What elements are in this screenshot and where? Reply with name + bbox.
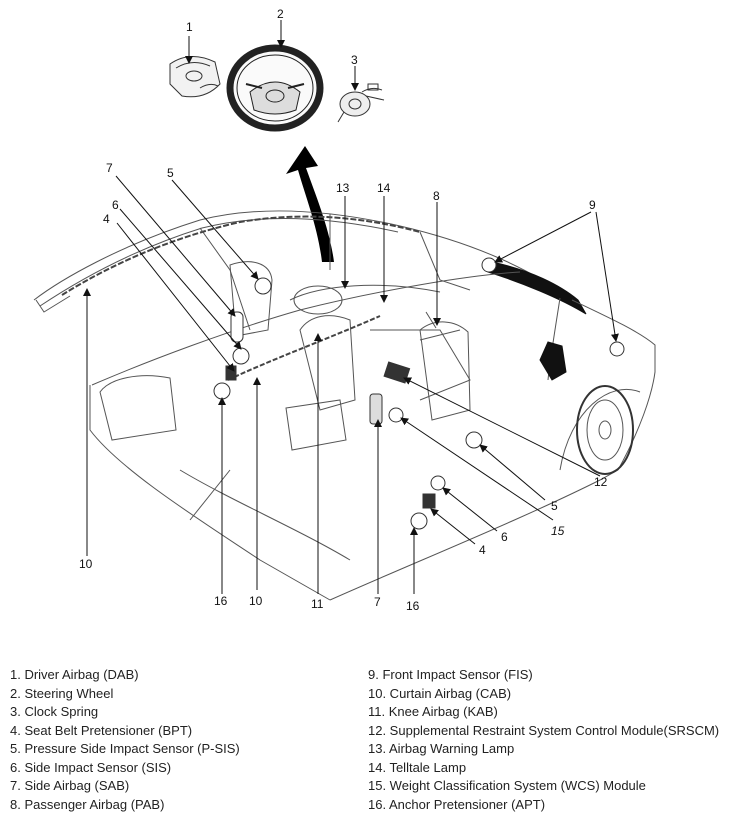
sis-front-marker xyxy=(430,475,446,491)
legend-item-14: 14. Telltale Lamp xyxy=(368,759,467,775)
legend-item-3: 3. Clock Spring xyxy=(10,704,99,719)
side-airbag-front xyxy=(369,393,383,425)
callout-12: 12 xyxy=(594,475,608,489)
callout-15: 15 xyxy=(551,524,565,538)
legend-item-15: 15. Weight Classification System (WCS) M… xyxy=(368,778,646,793)
driver-airbag-drawing xyxy=(169,56,221,98)
legend-left-column: 1. Driver Airbag (DAB) 2. Steering Wheel… xyxy=(10,666,360,814)
callout-10-left: 10 xyxy=(79,557,93,571)
callout-labels: 1 2 3 7 5 6 4 13 14 8 9 12 5 15 6 4 10 1… xyxy=(79,7,608,613)
callout-6-top: 6 xyxy=(112,198,119,212)
wcs-marker xyxy=(388,407,404,423)
sis-rear-marker xyxy=(232,347,250,365)
fis-right-marker xyxy=(609,341,625,357)
legend-item-6: 6. Side Impact Sensor (SIS) xyxy=(10,759,172,775)
vehicle-body-drawing xyxy=(33,210,656,601)
assembly-arrow-icon xyxy=(286,146,334,262)
legend-item-13: 13. Airbag Warning Lamp xyxy=(368,741,515,756)
callout-14: 14 xyxy=(377,181,391,195)
callout-8: 8 xyxy=(433,189,440,203)
callout-4-top: 4 xyxy=(103,212,110,226)
callout-1: 1 xyxy=(186,20,193,34)
srscm-module xyxy=(383,361,411,384)
legend-item-9: 9. Front Impact Sensor (FIS) xyxy=(368,667,533,682)
callout-5-top: 5 xyxy=(167,166,174,180)
callout-16-right: 16 xyxy=(406,599,420,613)
fis-left-marker xyxy=(481,257,497,273)
airbag-system-diagram: 1 2 3 7 5 6 4 13 14 8 9 12 5 15 6 4 10 1… xyxy=(33,7,656,613)
callout-7-bottom: 7 xyxy=(374,595,381,609)
legend-item-10: 10. Curtain Airbag (CAB) xyxy=(368,685,512,701)
callout-4-right: 4 xyxy=(479,543,486,557)
legend-item-11: 11. Knee Airbag (KAB) xyxy=(368,704,498,719)
legend-item-12: 12. Supplemental Restraint System Contro… xyxy=(368,722,720,738)
p-sis-front-marker xyxy=(465,431,483,449)
p-sis-rear-marker xyxy=(254,277,272,295)
callout-9: 9 xyxy=(589,198,596,212)
callout-6-right: 6 xyxy=(501,530,508,544)
legend-right-column: 9. Front Impact Sensor (FIS) 10. Curtain… xyxy=(368,666,746,814)
apt-front-marker xyxy=(410,512,428,530)
leader-lines xyxy=(83,20,619,594)
legend-item-5: 5. Pressure Side Impact Sensor (P-SIS) xyxy=(10,741,240,756)
callout-2: 2 xyxy=(277,7,284,21)
legend-item-4: 4. Seat Belt Pretensioner (BPT) xyxy=(10,722,193,738)
legend-item-7: 7. Side Airbag (SAB) xyxy=(10,778,130,793)
apt-rear-marker xyxy=(213,382,231,400)
clock-spring-drawing xyxy=(337,83,385,123)
callout-13: 13 xyxy=(336,181,350,195)
component-markers xyxy=(213,257,625,530)
bpt-rear xyxy=(225,365,237,381)
callout-11: 11 xyxy=(311,597,324,611)
callout-5-right: 5 xyxy=(551,499,558,513)
callout-10-bottom: 10 xyxy=(249,594,263,608)
bpt-front xyxy=(422,493,436,509)
callout-16-left: 16 xyxy=(214,594,228,608)
callout-7-top: 7 xyxy=(106,161,113,175)
legend-item-1: 1. Driver Airbag (DAB) xyxy=(10,667,139,682)
legend-item-16: 16. Anchor Pretensioner (APT) xyxy=(368,796,546,812)
steering-wheel-drawing xyxy=(226,44,324,132)
legend-item-8: 8. Passenger Airbag (PAB) xyxy=(10,796,165,812)
legend-item-2: 2. Steering Wheel xyxy=(10,685,114,701)
callout-3: 3 xyxy=(351,53,358,67)
side-airbag-rear xyxy=(230,311,244,343)
